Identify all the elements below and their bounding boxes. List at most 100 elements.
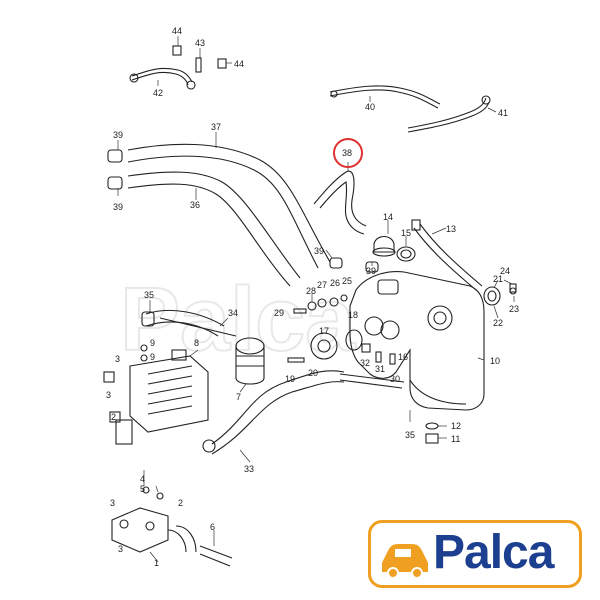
callout-9: 9 — [150, 352, 155, 362]
callout-3: 3 — [115, 354, 120, 364]
part-37-hose — [127, 143, 331, 269]
part-27-washer — [317, 298, 327, 308]
part-11-plug — [425, 433, 439, 444]
callout-33: 33 — [244, 464, 254, 474]
callout-3: 3 — [118, 544, 123, 554]
callout-35: 35 — [405, 430, 415, 440]
part-17-flange — [310, 332, 338, 360]
part-26-washer — [329, 297, 339, 307]
callout-7: 7 — [236, 392, 241, 402]
callout-26: 26 — [330, 278, 340, 288]
part-31-bolt — [375, 351, 382, 363]
callout-6: 6 — [210, 522, 215, 532]
callout-43: 43 — [195, 38, 205, 48]
part-13-hose — [411, 219, 483, 291]
part-2-bracket — [115, 419, 133, 445]
callout-36: 36 — [190, 200, 200, 210]
part-1-pump — [111, 507, 197, 553]
callout-13: 13 — [446, 224, 456, 234]
callout-28: 28 — [306, 286, 316, 296]
callout-21: 21 — [493, 274, 503, 284]
callout-24: 24 — [500, 266, 510, 276]
callout-2: 2 — [111, 412, 116, 422]
callout-27: 27 — [317, 280, 327, 290]
part-41-line — [407, 95, 491, 133]
callout-8: 8 — [194, 338, 199, 348]
callout-3: 3 — [110, 498, 115, 508]
callout-37: 37 — [211, 122, 221, 132]
part-40-line — [329, 85, 441, 109]
leader-lines — [117, 36, 515, 563]
part-3-bolt — [103, 371, 121, 423]
part-34-hose — [159, 317, 237, 337]
part-32-nut — [361, 343, 371, 353]
part-6-pipe — [199, 545, 233, 567]
callout-9: 9 — [150, 338, 155, 348]
callout-19: 19 — [285, 374, 295, 384]
callout-44: 44 — [172, 26, 182, 36]
callout-40: 40 — [365, 102, 375, 112]
callout-23: 23 — [509, 304, 519, 314]
callout-29: 29 — [274, 308, 284, 318]
callout-35: 35 — [144, 290, 154, 300]
callout-17: 17 — [319, 326, 329, 336]
part-16-bolt — [389, 353, 396, 365]
callout-39: 39 — [366, 266, 376, 276]
callout-20: 20 — [308, 368, 318, 378]
part-33-hose — [202, 370, 345, 455]
highlight-circle — [333, 138, 363, 168]
callout-31: 31 — [375, 364, 385, 374]
part-5-washer — [156, 492, 164, 500]
part-29-bolt — [293, 308, 307, 314]
callout-11: 11 — [451, 434, 460, 444]
part-38-hose — [313, 170, 367, 235]
callout-5: 5 — [140, 484, 145, 494]
part-7-filter — [235, 337, 265, 385]
callout-34: 34 — [228, 308, 238, 318]
part-19-bolt — [287, 357, 305, 363]
callout-25: 25 — [342, 276, 352, 286]
callout-32: 32 — [360, 358, 370, 368]
callout-39: 39 — [314, 246, 324, 256]
part-9-nut — [140, 344, 148, 362]
part-12-washer — [425, 422, 439, 430]
callout-2: 2 — [178, 498, 183, 508]
callout-14: 14 — [383, 212, 393, 222]
callout-41: 41 — [498, 108, 508, 118]
callout-1: 1 — [154, 558, 159, 568]
part-24-nut — [509, 283, 517, 295]
callout-3: 3 — [106, 390, 111, 400]
callout-10: 10 — [490, 356, 500, 366]
callout-30: 30 — [390, 374, 400, 384]
part-43-bolt — [195, 57, 202, 73]
callout-16: 16 — [398, 352, 408, 362]
part-42-line — [129, 67, 196, 90]
callout-44: 44 — [234, 59, 244, 69]
part-15-seal — [396, 246, 416, 262]
part-30-pipe — [339, 373, 405, 389]
watermark-text: Palca — [120, 270, 356, 370]
callout-4: 4 — [140, 474, 145, 484]
callout-38: 38 — [342, 148, 352, 158]
logo-text: Palca — [433, 526, 554, 579]
callout-22: 22 — [493, 318, 503, 328]
part-18-ring — [345, 329, 363, 351]
callout-39: 39 — [113, 202, 123, 212]
part-44-nut — [172, 45, 227, 69]
callout-39: 39 — [113, 130, 123, 140]
part-25-nut — [340, 294, 348, 302]
part-14-cap — [372, 235, 396, 257]
palca-logo: Palca — [368, 520, 582, 588]
callout-12: 12 — [451, 421, 461, 431]
callout-18: 18 — [348, 310, 358, 320]
part-10-tank — [349, 271, 485, 411]
callout-15: 15 — [401, 228, 411, 238]
part-callouts: 44 43 44 42 40 41 37 39 39 36 38 14 15 1… — [106, 26, 519, 568]
part-36-hose — [127, 171, 301, 287]
part-21-gasket — [483, 286, 501, 306]
part-39-clamp — [107, 149, 379, 273]
car-icon — [382, 544, 428, 579]
callout-42: 42 — [153, 88, 163, 98]
part-4-nut — [142, 486, 150, 494]
